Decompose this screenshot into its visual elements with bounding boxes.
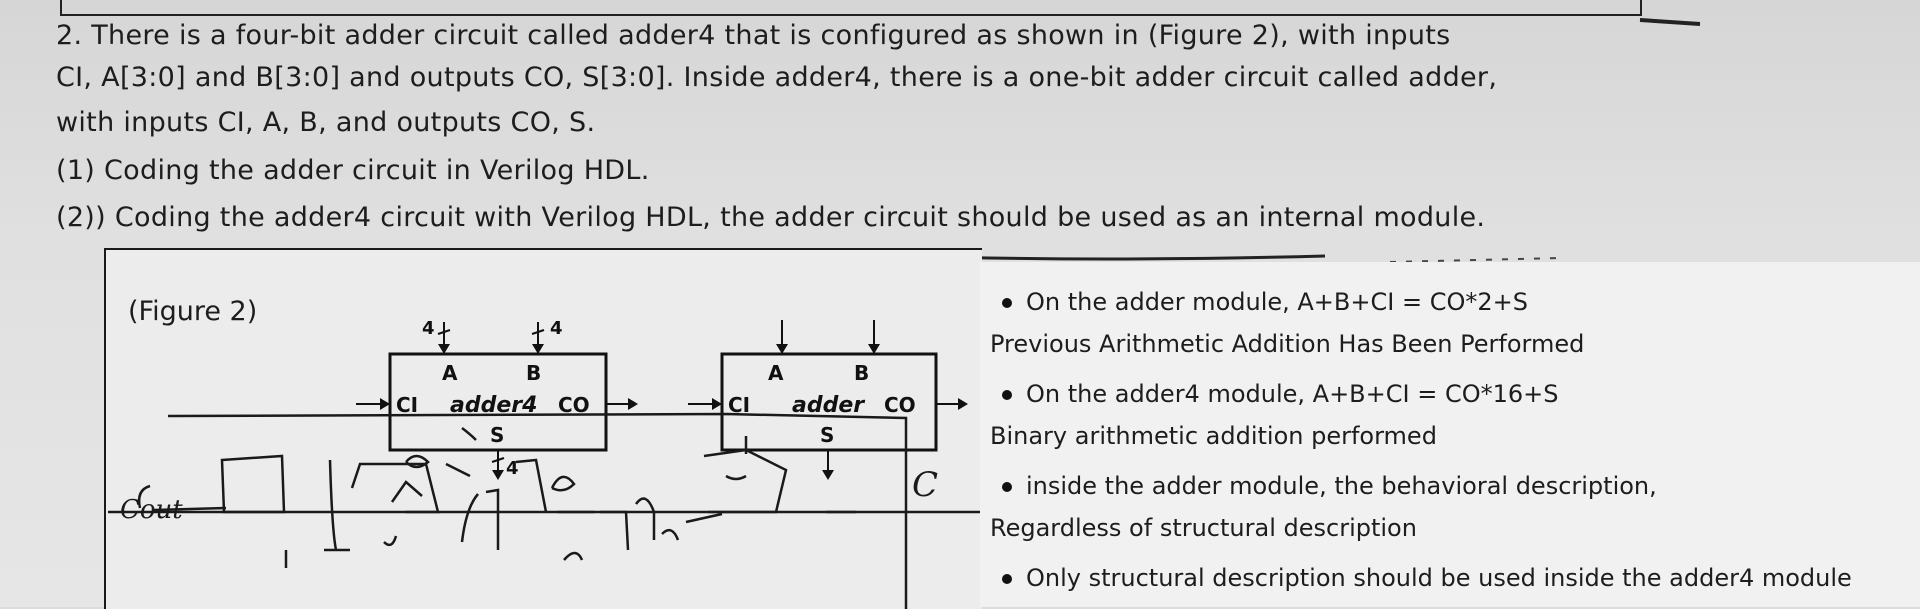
- note-3: On the adder4 module, A+B+CI = CO*16+S: [1002, 380, 1559, 408]
- note-7: Only structural description should be us…: [1002, 564, 1852, 592]
- note-3-text: On the adder4 module, A+B+CI = CO*16+S: [1026, 380, 1559, 408]
- adder-block: A B CI adder CO S: [688, 320, 968, 480]
- figure-caption: (Figure 2): [128, 296, 258, 327]
- note-7-text: Only structural description should be us…: [1026, 564, 1852, 592]
- question-line-1: 2. There is a four-bit adder circuit cal…: [56, 20, 1451, 51]
- figure-panel: (Figure 2) A B CI adder 4 CO S 4 4: [104, 248, 982, 609]
- adder-name: adder: [792, 393, 865, 418]
- circuit-diagram: A B CI adder 4 CO S 4 4: [108, 318, 982, 609]
- adder4-bus-b: 4: [550, 318, 563, 339]
- adder-pin-a: A: [768, 361, 784, 385]
- c-handwriting: C: [912, 465, 938, 505]
- handwritten-sketch: [108, 412, 982, 609]
- cout-handwriting: Cout: [120, 495, 183, 525]
- bullet-dot: [1002, 390, 1012, 400]
- note-2: Previous Arithmetic Addition Has Been Pe…: [990, 330, 1585, 358]
- adder4-pin-a: A: [442, 361, 458, 385]
- adder4-block: A B CI adder4 CO S 4 4: [356, 318, 638, 480]
- adder4-pin-ci: CI: [396, 393, 418, 417]
- adder4-bus-s: 4: [506, 458, 519, 479]
- adder-pin-co: CO: [884, 393, 916, 417]
- note-5-text: inside the adder module, the behavioral …: [1026, 472, 1657, 500]
- adder4-pin-s: S: [490, 423, 504, 447]
- note-4: Binary arithmetic addition performed: [990, 422, 1437, 450]
- note-1-text: On the adder module, A+B+CI = CO*2+S: [1026, 288, 1528, 316]
- note-1: On the adder module, A+B+CI = CO*2+S: [1002, 288, 1528, 316]
- adder4-pin-b: B: [526, 361, 541, 385]
- adder4-bus-a: 4: [422, 318, 435, 339]
- note-6: Regardless of structural description: [990, 514, 1417, 542]
- question-line-3: with inputs CI, A, B, and outputs CO, S.: [56, 107, 596, 138]
- bullet-dot: [1002, 298, 1012, 308]
- notes-panel: On the adder module, A+B+CI = CO*2+S Pre…: [980, 262, 1920, 607]
- top-box-border: [60, 0, 1642, 16]
- bullet-dot: [1002, 574, 1012, 584]
- adder-pin-s: S: [820, 423, 834, 447]
- question-part-2: (2)) Coding the adder4 circuit with Veri…: [56, 202, 1486, 233]
- note-5: inside the adder module, the behavioral …: [1002, 472, 1657, 500]
- adder-pin-b: B: [854, 361, 869, 385]
- adder-pin-ci: CI: [728, 393, 750, 417]
- adder4-pin-co: CO: [558, 393, 590, 417]
- bullet-dot: [1002, 482, 1012, 492]
- question-part-1: (1) Coding the adder circuit in Verilog …: [56, 155, 650, 186]
- question-line-2: CI, A[3:0] and B[3:0] and outputs CO, S[…: [56, 62, 1498, 93]
